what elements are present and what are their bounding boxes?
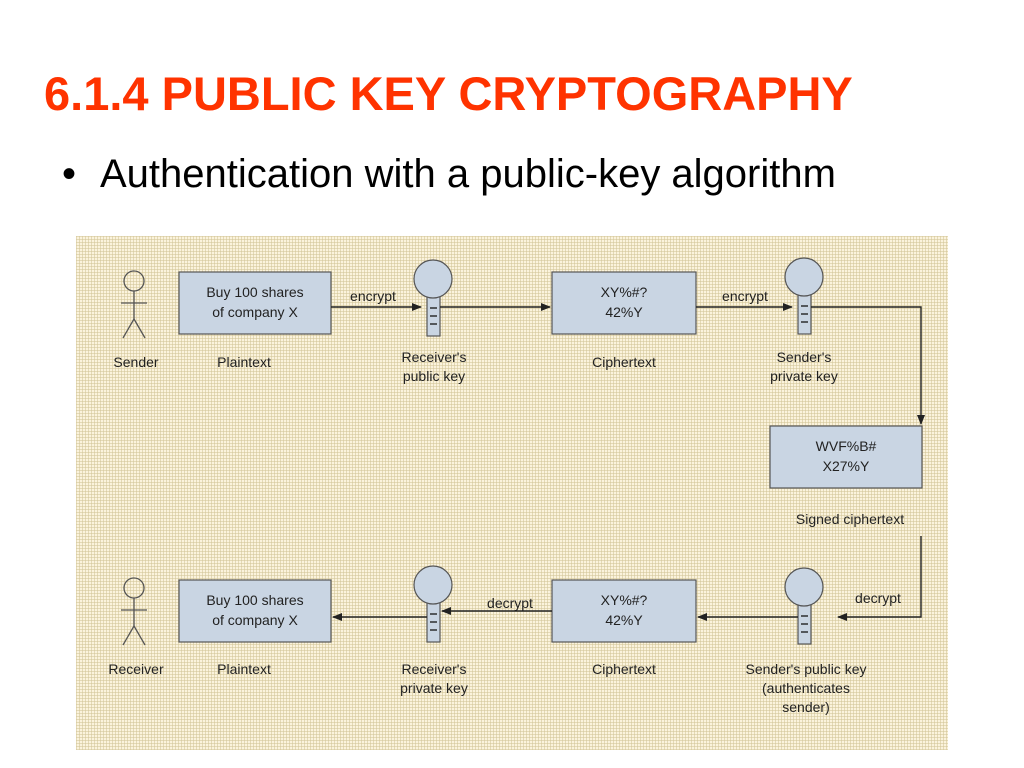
plaintext-top-label: Plaintext: [217, 354, 271, 370]
decrypt-label-right: decrypt: [855, 590, 901, 606]
bullet-dot: •: [62, 152, 77, 196]
key4-label-line1: Receiver's: [402, 661, 467, 677]
receiver-label: Receiver: [108, 661, 164, 677]
key1-label-line2: public key: [403, 368, 465, 384]
receiver-public-key-icon: [413, 259, 453, 337]
decrypt-label-left: decrypt: [487, 595, 533, 611]
sender-private-key-icon: [784, 257, 824, 335]
bullet-item: • Authentication with a public-key algori…: [62, 152, 836, 197]
key4-label-line2: private key: [400, 680, 468, 696]
key3-label-line2: (authenticates: [762, 680, 850, 696]
ciphertext-bottom-label: Ciphertext: [592, 661, 656, 677]
encrypt-label-1: encrypt: [350, 288, 396, 304]
diagram-canvas: Sender Buy 100 shares of company X Plain…: [108, 257, 925, 715]
key2-label-line1: Sender's: [777, 349, 832, 365]
key3-label-line3: sender): [782, 699, 829, 715]
signed-line2: X27%Y: [823, 458, 870, 474]
ciphertext-top-line1: XY%#?: [601, 284, 648, 300]
plaintext-bottom-label: Plaintext: [217, 661, 271, 677]
encrypt-label-2: encrypt: [722, 288, 768, 304]
slide-title: 6.1.4 PUBLIC KEY CRYPTOGRAPHY: [44, 67, 853, 120]
plaintext-bottom-line2: of company X: [212, 612, 298, 628]
key2-label-line2: private key: [770, 368, 838, 384]
plaintext-box-bottom: Buy 100 shares of company X: [178, 579, 332, 643]
receiver-private-key-icon: [413, 565, 453, 643]
ciphertext-bottom-line2: 42%Y: [605, 612, 643, 628]
key3-label-line1: Sender's public key: [746, 661, 867, 677]
sender-label: Sender: [113, 354, 158, 370]
ciphertext-top-label: Ciphertext: [592, 354, 656, 370]
sender-public-key-icon: [784, 567, 824, 645]
arrow-key2-to-signed: [811, 306, 925, 425]
signed-ciphertext-box: WVF%B# X27%Y: [769, 425, 923, 489]
signed-line1: WVF%B#: [816, 438, 877, 454]
key1-label-line1: Receiver's: [402, 349, 467, 365]
ciphertext-bottom-line1: XY%#?: [601, 592, 648, 608]
arrow-signed-to-key3: [837, 536, 922, 621]
plaintext-top-line1: Buy 100 shares: [206, 284, 303, 300]
ciphertext-box-bottom: XY%#? 42%Y: [551, 579, 697, 643]
sender-figure-icon: [121, 270, 147, 339]
plaintext-box-top: Buy 100 shares of company X: [178, 271, 332, 335]
receiver-figure-icon: [121, 577, 147, 646]
bullet-text: Authentication with a public-key algorit…: [100, 152, 836, 196]
ciphertext-top-line2: 42%Y: [605, 304, 643, 320]
plaintext-top-line2: of company X: [212, 304, 298, 320]
signed-ciphertext-label: Signed ciphertext: [796, 511, 904, 527]
plaintext-bottom-line1: Buy 100 shares: [206, 592, 303, 608]
ciphertext-box-top: XY%#? 42%Y: [551, 271, 697, 335]
authentication-diagram: Sender Buy 100 shares of company X Plain…: [76, 236, 948, 750]
